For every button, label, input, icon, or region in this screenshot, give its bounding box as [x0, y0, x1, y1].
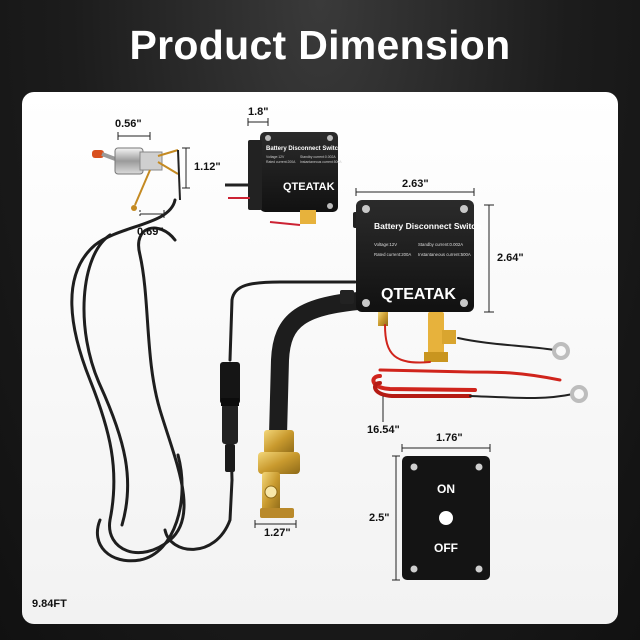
- toggle-hole: [439, 511, 453, 525]
- toggle-dimension-lines: [117, 132, 190, 218]
- plate-height-label: 2.5": [369, 512, 390, 524]
- toggle-width-label: 0.56": [115, 118, 142, 130]
- toggle-height-label: 1.12": [194, 161, 221, 173]
- screw-icon: [460, 299, 468, 307]
- device-depth-label: 1.8": [248, 106, 269, 118]
- clamp-width-label: 1.27": [264, 527, 291, 539]
- ring-terminal-icon: [552, 342, 588, 403]
- side-spec-left-2: Rated current:200A: [266, 160, 296, 164]
- device-width-label: 2.63": [402, 178, 429, 190]
- brand-logo: QTEATAK: [381, 286, 456, 303]
- side-spec-right-2: Instantaneous current:500A: [300, 160, 342, 164]
- off-label: OFF: [434, 541, 458, 555]
- spec-right-1: Standby current:0.002A: [418, 242, 463, 247]
- screw-icon: [460, 205, 468, 213]
- device-dimension-lines: [355, 188, 494, 313]
- inline-connector: [220, 362, 240, 472]
- clamp-dimension-line: [254, 520, 297, 528]
- plate-dimension-lines: [392, 444, 491, 581]
- switch-plate: ON OFF: [402, 456, 490, 580]
- ring-cable-label: 16.54": [367, 424, 400, 436]
- plate-width-label: 1.76": [436, 432, 463, 444]
- yellow-connector: [428, 312, 444, 358]
- ring-terminal-wires: [371, 324, 574, 399]
- on-label: ON: [437, 482, 455, 496]
- page-title: Product Dimension: [129, 22, 511, 68]
- device-name: Battery Disconnect Switch: [374, 221, 481, 231]
- device-height-label: 2.64": [497, 252, 524, 264]
- battery-clamp-icon: [258, 430, 300, 518]
- device-side-view: Battery Disconnect Switch Voltage:12V St…: [225, 132, 342, 226]
- depth-dimension-line: [247, 118, 269, 126]
- screw-icon: [362, 205, 370, 213]
- screw-icon: [362, 299, 370, 307]
- battery-cable: [269, 291, 379, 444]
- side-spec-left-1: Voltage:12V: [266, 155, 285, 159]
- cable-length-label: 9.84FT: [32, 598, 67, 610]
- toggle-switch-icon: [92, 147, 181, 211]
- toggle-base-label: 0.69": [137, 226, 164, 238]
- side-brand-logo: QTEATAK: [283, 181, 335, 193]
- spec-left-2: Rated current:200A: [374, 252, 411, 257]
- side-spec-right-1: Standby current:0.002A: [300, 155, 336, 159]
- control-cable: [70, 198, 357, 563]
- spec-right-2: Instantaneous current:500A: [418, 252, 471, 257]
- side-device-name: Battery Disconnect Switch: [266, 146, 342, 152]
- main-device: Battery Disconnect Switch Voltage:12V St…: [340, 200, 481, 362]
- spec-left-1: Voltage:12V: [374, 242, 397, 247]
